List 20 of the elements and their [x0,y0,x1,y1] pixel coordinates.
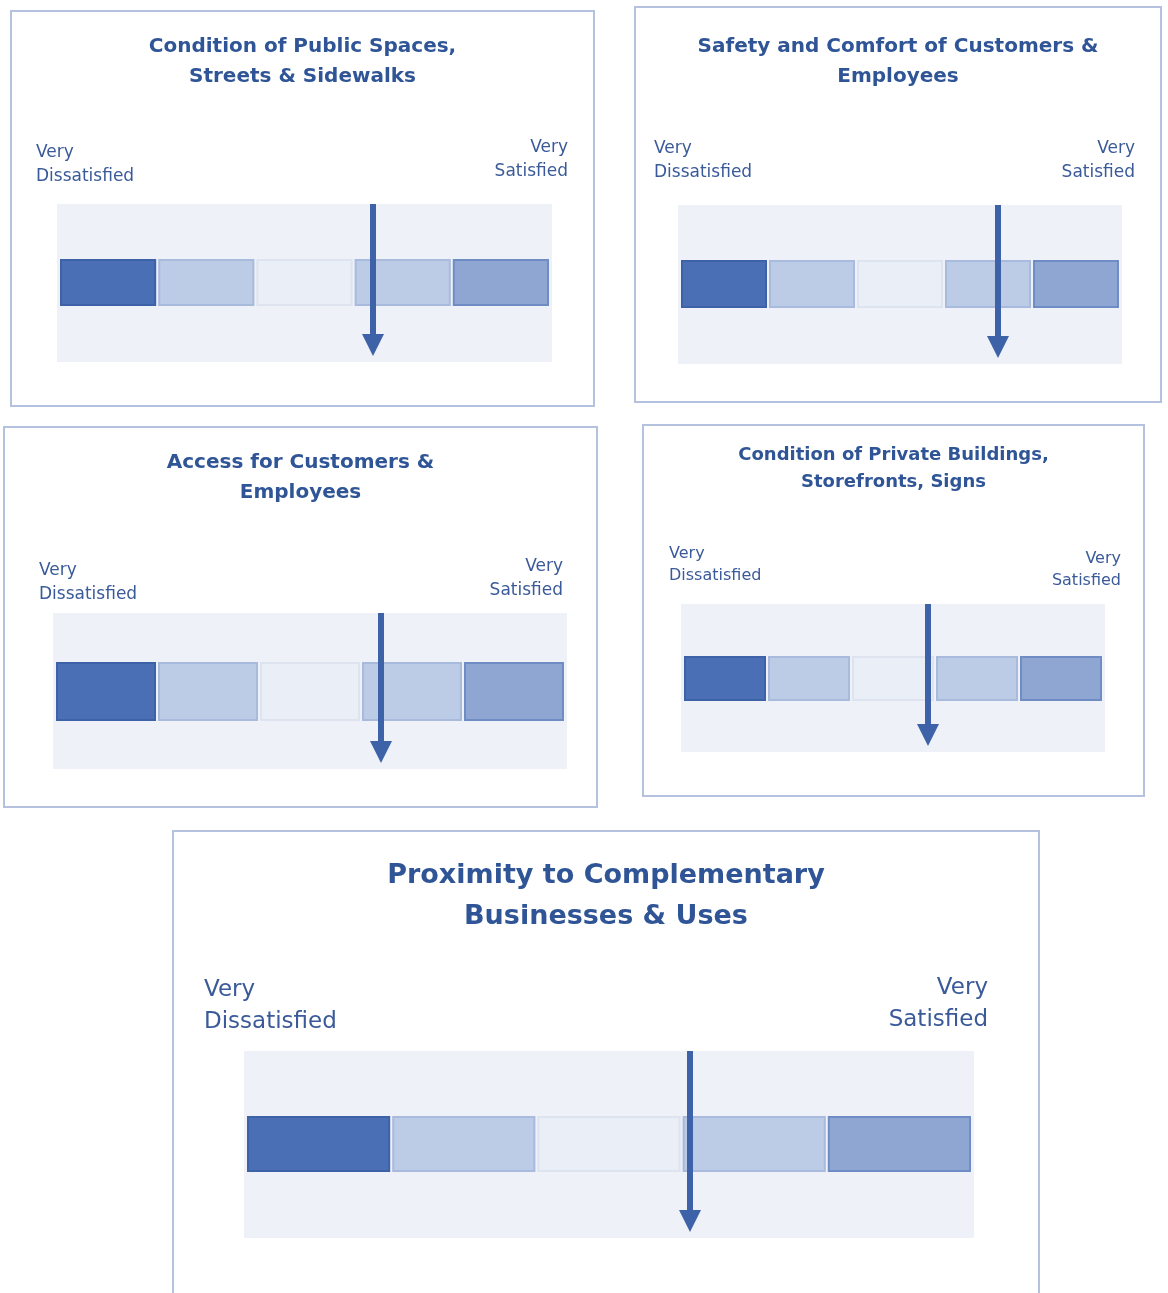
scale-end-label: Very Satisfied [1051,547,1121,592]
rating-panel [634,6,1162,403]
rating-panel [642,424,1145,797]
panel-title: Condition of Private Buildings, Storefronts, Signs [737,442,1050,493]
scale-end-label: Very Satisfied [494,135,568,182]
rating-panel [172,830,1040,1293]
scale-end-label: Very Dissatisfied [654,136,753,183]
scale-end-label: Very Dissatisfied [39,558,138,605]
scale-end-label: Very Dissatisfied [204,974,337,1036]
scale-end-label: Very Dissatisfied [36,140,135,187]
scale-end-label: Very Dissatisfied [669,542,762,587]
scale-end-label: Very Satisfied [1061,136,1135,183]
panel-title: Condition of Public Spaces, Streets & Sidewalks [147,32,458,89]
rating-panel [10,10,595,407]
scale-end-label: Very Satisfied [888,972,988,1034]
panel-title: Access for Customers & Employees [165,448,436,505]
panel-title: Proximity to Complementary Businesses & Uses [386,857,826,932]
scale-end-label: Very Satisfied [489,554,563,601]
rating-panel [3,426,598,808]
panel-title: Safety and Comfort of Customers & Employees [696,32,1100,89]
